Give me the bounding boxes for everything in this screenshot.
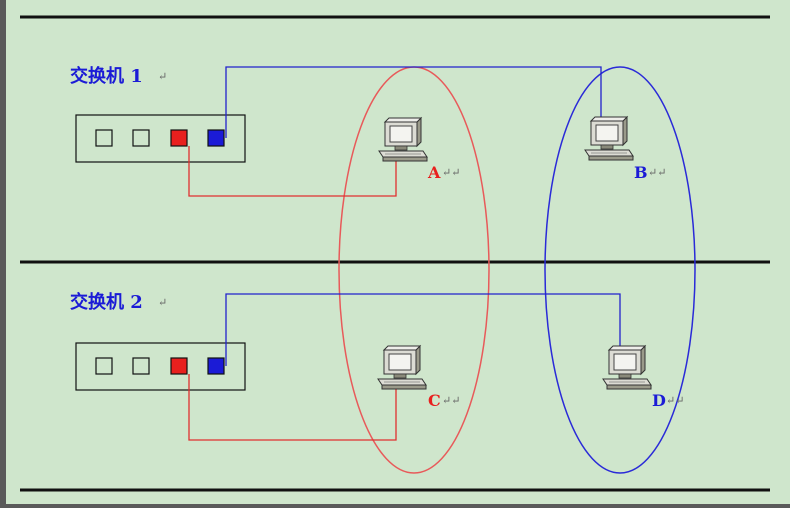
- switch-2-port-4-blue: [207, 357, 225, 375]
- link-switch2-to-C: [188, 374, 397, 441]
- link-switch1-to-B: [225, 66, 602, 138]
- computer-B-label: B: [634, 163, 648, 182]
- computer-A-label: A: [427, 163, 441, 182]
- switch-2-port-1: [95, 357, 113, 375]
- switch-2-label: 交换机 2: [70, 291, 143, 313]
- switch-2-box: [75, 342, 246, 391]
- computer-B-mark: ↵↵: [648, 166, 666, 179]
- switch-1-port-4-blue: [207, 129, 225, 147]
- link-switch1-to-A: [188, 146, 397, 197]
- link-switch2-to-D: [225, 293, 621, 366]
- computer-D-icon: [602, 345, 652, 390]
- switch-1-port-1: [95, 129, 113, 147]
- diagram-background: [6, 0, 790, 504]
- computer-C-icon: [377, 345, 427, 390]
- switch-1-mark: ↵: [158, 70, 167, 83]
- computer-D-label: D: [652, 391, 666, 410]
- switch-2-port-2: [132, 357, 150, 375]
- switch-1-port-3-red: [170, 129, 188, 147]
- computer-A-mark: ↵↵: [442, 166, 460, 179]
- vlan-blue-ellipse: [544, 66, 696, 474]
- computer-B-icon: [584, 116, 634, 161]
- computer-A-icon: [378, 117, 428, 162]
- computer-C-label: C: [428, 391, 441, 410]
- switch-2-mark: ↵: [158, 296, 167, 309]
- switch-1-label: 交换机 1: [70, 65, 143, 87]
- computer-C-mark: ↵↵: [442, 394, 460, 407]
- switch-1-port-2: [132, 129, 150, 147]
- switch-2-port-3-red: [170, 357, 188, 375]
- switch-1-box: [75, 114, 246, 163]
- computer-D-mark: ↵↵: [666, 394, 684, 407]
